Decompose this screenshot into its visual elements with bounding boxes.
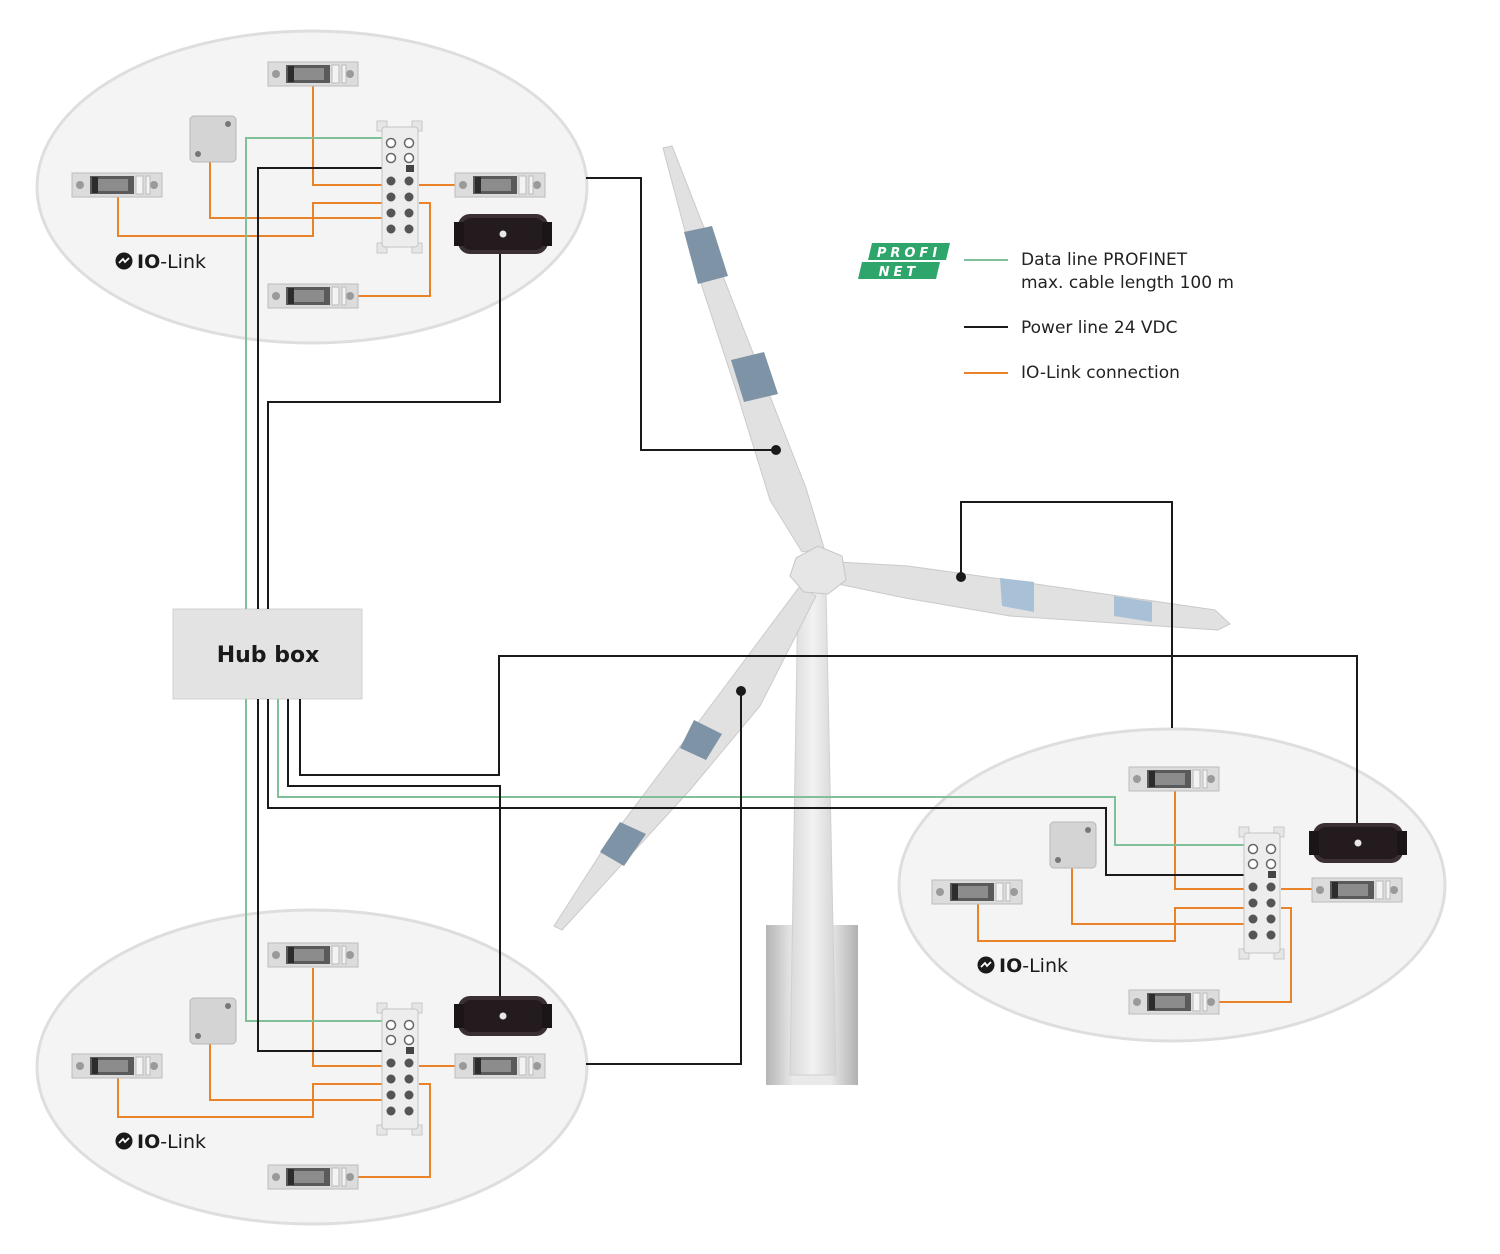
linear-sensor [267,283,359,309]
linear-sensor [1128,989,1220,1015]
legend: PROFI NET Data line PROFINET max. cable … [858,243,1234,383]
profinet-logo-line2: NET [879,265,920,280]
linear-sensor [931,879,1023,905]
profinet-logo-line1: PROFI [877,246,941,261]
puck-sensor [454,996,552,1036]
square-sensor [1049,821,1097,869]
io-link-master-module [1238,826,1285,960]
io-link-logo-right: IO-Link [977,955,1068,977]
io-link-suffix: -Link [160,1131,206,1153]
legend-data-line-sublabel: max. cable length 100 m [1021,273,1234,293]
linear-sensor [454,172,546,198]
linear-sensor [267,942,359,968]
turbine-blade-upper [662,145,825,553]
io-link-suffix: -Link [160,251,206,273]
puck-sensor [454,214,552,254]
io-link-prefix: IO [999,955,1022,977]
legend-power-line-label: Power line 24 VDC [1021,318,1178,338]
turbine-blade-lower [553,585,817,931]
io-link-master-module [376,1002,423,1136]
power-line-blade-connection-points [736,445,966,696]
hub-box-label: Hub box [217,643,320,668]
io-link-suffix: -Link [1022,955,1068,977]
svg-text:IO-Link: IO-Link [137,251,206,273]
legend-iolink-label: IO-Link connection [1021,363,1180,383]
linear-sensor [1128,766,1220,792]
power-lines [257,167,1358,1065]
svg-text:IO-Link: IO-Link [999,955,1068,977]
io-link-logo-bottom-left: IO-Link [115,1131,206,1153]
puck-sensor [1309,823,1407,863]
io-link-master-module [376,120,423,254]
linear-sensor [71,172,163,198]
linear-sensor [267,61,359,87]
iolink-connections [117,86,1312,1178]
legend-data-line-label: Data line PROFINET [1021,250,1188,270]
profinet-data-lines [245,137,1250,1022]
hub-box [172,608,363,700]
linear-sensor [71,1053,163,1079]
wind-turbine [553,145,1231,1085]
square-sensor [189,115,237,163]
linear-sensor [454,1053,546,1079]
square-sensor [189,997,237,1045]
cluster-top-left [35,29,589,345]
linear-sensor [267,1164,359,1190]
linear-sensor [1311,877,1403,903]
turbine-tower [789,589,837,1076]
turbine-hub [789,545,847,595]
turbine-blade-right [837,561,1231,631]
io-link-logo-top-left: IO-Link [115,251,206,273]
io-link-prefix: IO [137,251,160,273]
io-link-prefix: IO [137,1131,160,1153]
svg-text:IO-Link: IO-Link [137,1131,206,1153]
profinet-logo: PROFI NET [858,243,950,280]
